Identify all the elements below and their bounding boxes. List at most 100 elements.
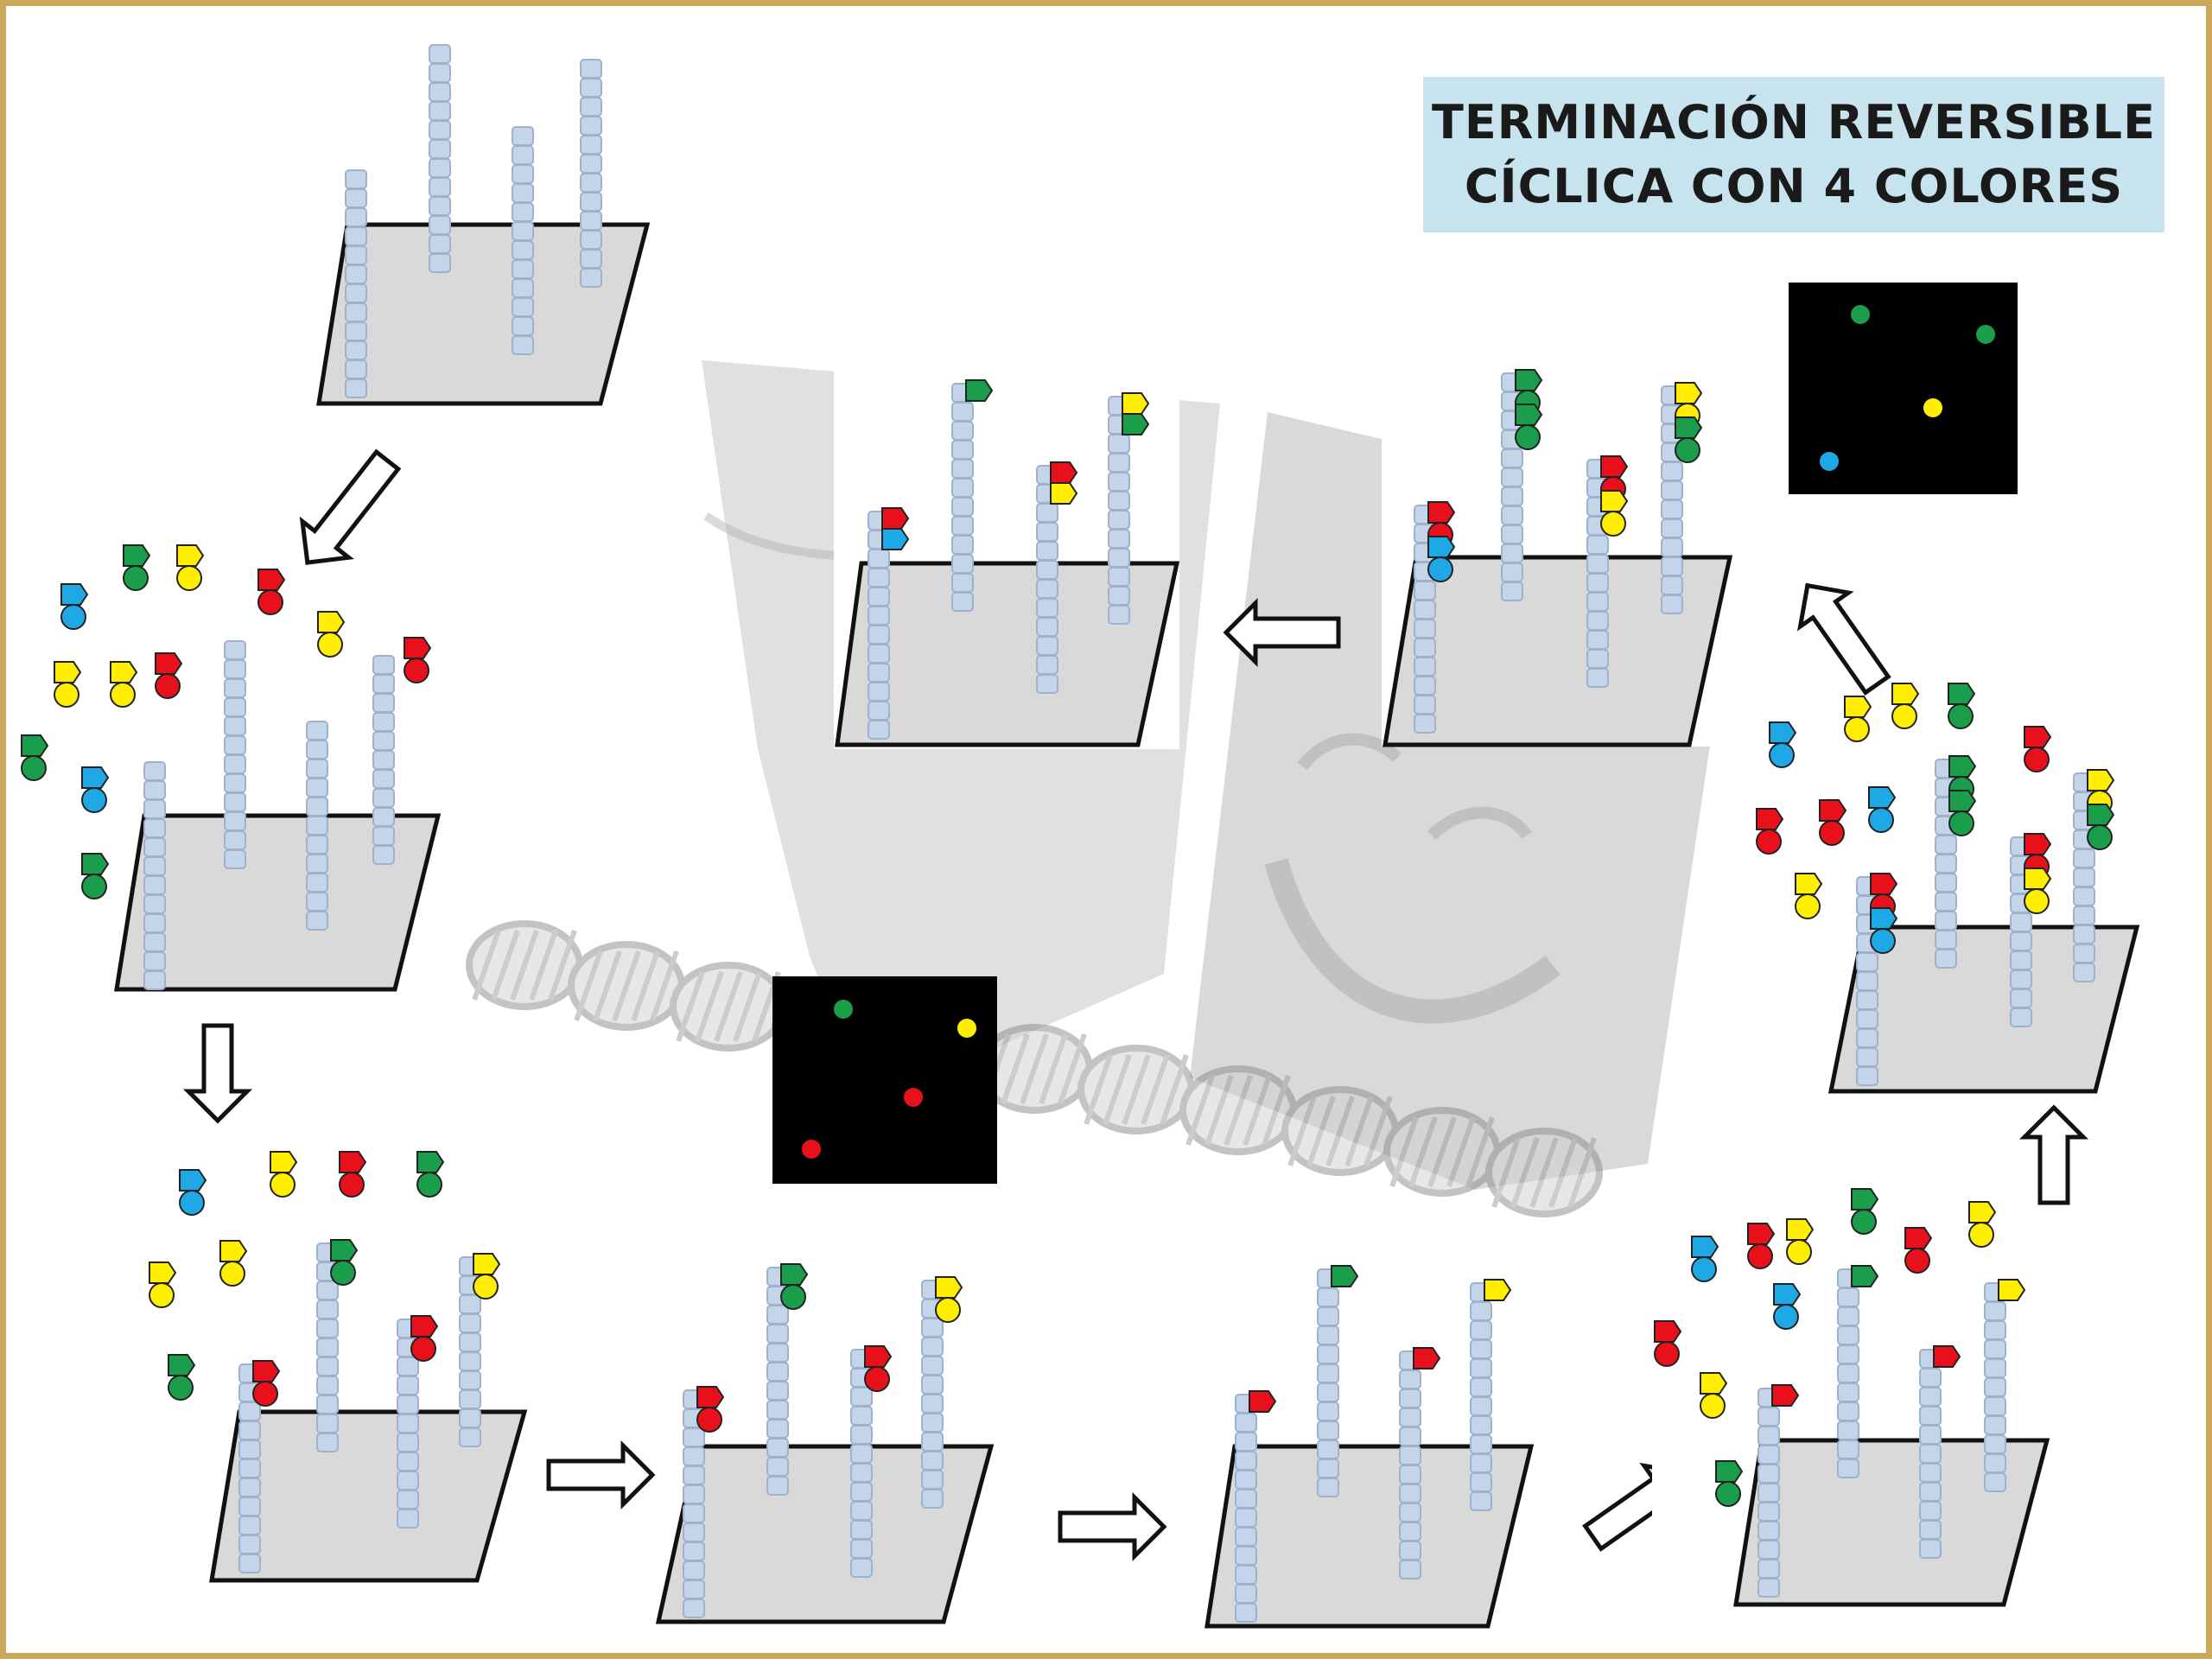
nucleotide-r [881,507,910,530]
strand-base [429,215,451,235]
strand-base [580,97,602,117]
strand-base [1317,1439,1339,1459]
nucleotide-with-dye-r [155,652,183,699]
helix-base-pair [733,971,762,1042]
strand-base [921,1337,944,1357]
strand-base [1414,581,1436,601]
strand-base [512,183,534,203]
strand-base [1414,714,1436,734]
step-incorporation [209,1239,528,1583]
strand-base [1919,1406,1942,1426]
strand-base [345,264,367,284]
strand-base [345,188,367,208]
nucleotide-with-dye-y [1700,1372,1728,1419]
strand-base [372,712,395,732]
strand-base [1235,1432,1257,1452]
strand-base [345,283,367,303]
strand-base [306,911,328,931]
fluorescent-dye [110,682,136,708]
strand-base [580,268,602,288]
helix-base-pair [714,971,743,1042]
fluorescent-dye [1891,703,1917,729]
helix-base-pair [612,950,641,1021]
nucleotide-base [81,853,110,875]
strand-base [1317,1401,1339,1421]
nucleotide-g [1122,413,1150,435]
fluorescent-dye [60,604,86,630]
helix-base-pair [1491,1137,1521,1208]
fluorescent-dye [123,565,149,591]
fluorescent-dye [252,1381,278,1407]
arrow-shape [546,1439,656,1510]
nucleotide-with-dye-y [1786,1218,1815,1265]
dna-strand [1414,505,1436,734]
strand-base [850,1387,873,1407]
fluorescent-dye [81,874,107,899]
strand-base [143,837,166,857]
strand-base [1108,434,1130,454]
fluorescent-dye [1691,1256,1717,1282]
fluorescent-dye [330,1260,356,1286]
strand-base [306,873,328,893]
strand-base [459,1294,481,1314]
strand-base [1984,1377,2006,1397]
fluorescent-dye [2024,888,2050,914]
fluorescent-dye [270,1172,296,1198]
nucleotide-base [2024,726,2052,748]
strand-base [1399,1369,1421,1389]
fluorescent-dye [1795,893,1821,919]
fluorescent-dye [1844,716,1870,742]
strand-base [1856,952,1878,972]
strand-base [683,1598,705,1618]
nucleotide-base [1769,721,1797,744]
flow-cell-surface [316,222,651,406]
strand-base [372,807,395,827]
strand-base [345,321,367,341]
strand-base [306,835,328,855]
strand-base [1470,1377,1492,1397]
strand-base [2073,867,2095,887]
strand-base [345,378,367,398]
strand-base [868,682,890,702]
strand-base [224,697,246,717]
strand-base [1919,1444,1942,1464]
nucleotide-base [81,766,110,789]
strand-base [238,1439,261,1459]
strand-base [1036,655,1058,675]
strand-base [1661,518,1683,538]
strand-base [580,173,602,193]
strand-base [512,316,534,336]
strand-base [868,701,890,721]
strand-base [429,253,451,273]
fluorescent-dye [696,1407,722,1433]
strand-base [951,440,974,460]
nucleotide-r [1249,1390,1277,1413]
strand-base [1919,1482,1942,1502]
fluorescence-spot [1976,325,1995,344]
fluorescent-dye [1870,928,1896,954]
nucleotide-base [1331,1265,1359,1287]
fluorescent-dye [1868,807,1894,833]
fluorescent-dye [54,682,79,708]
helix-base-pair [593,950,622,1021]
strand-base [459,1427,481,1447]
nucleotide-base [1786,1218,1815,1241]
strand-base [1837,1344,1859,1364]
strand-base [1935,873,1957,893]
nucleotide-base [1747,1223,1776,1245]
nucleotide-base [168,1354,196,1376]
fluorescent-dye [416,1172,442,1198]
strand-base [683,1484,705,1504]
nucleotide-with-dye-r [1747,1223,1776,1269]
strand-base [224,754,246,774]
nucleotide-base [155,652,183,675]
strand-base [1317,1306,1339,1326]
nucleotide-with-dye-r [410,1315,439,1362]
nucleotide-base [1756,808,1784,830]
strand-base [1984,1396,2006,1416]
strand-base [1837,1458,1859,1478]
nucleotide-base [1870,907,1898,930]
strand-base [238,1478,261,1497]
strand-base [850,1501,873,1521]
nucleotide-base [1122,413,1150,435]
